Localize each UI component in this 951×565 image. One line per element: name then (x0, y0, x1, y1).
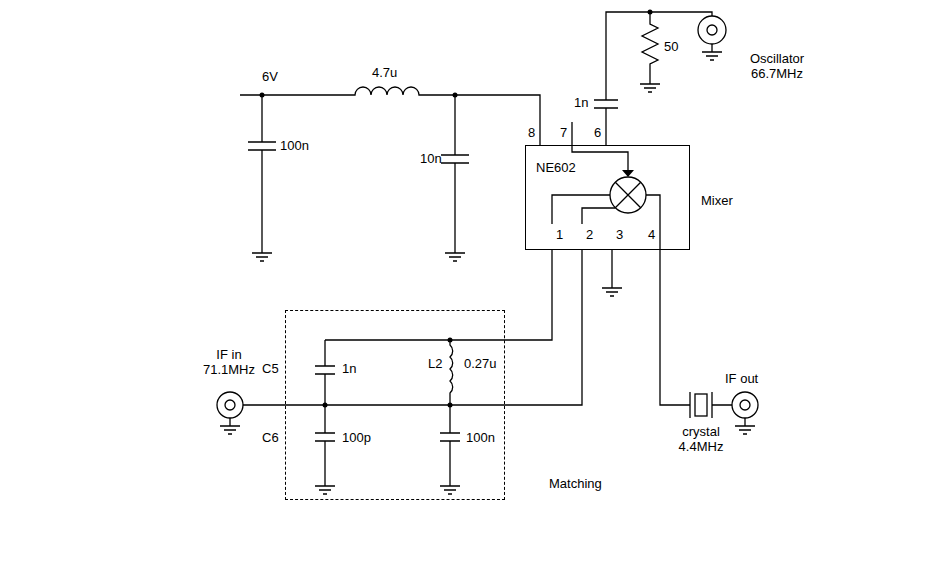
resistor-symbol (640, 12, 660, 92)
crystal-symbol (690, 392, 712, 418)
component-value: 1n (342, 362, 356, 377)
inductor-symbol (450, 340, 453, 405)
coax-connector (732, 392, 758, 434)
supply-wire (240, 87, 540, 145)
output-wire (660, 250, 732, 405)
component-value: 100p (342, 431, 371, 446)
capacitor-symbol (315, 405, 335, 494)
component-value: 100n (466, 431, 495, 446)
port-name: IF in 71.1MHz (198, 348, 260, 378)
pin-number: 3 (616, 228, 623, 243)
signal-wire (505, 250, 582, 405)
ic-box: NE602Mixer (525, 145, 690, 250)
pin-number: 2 (586, 228, 593, 243)
part-name: L2 (428, 357, 442, 372)
component-value: 0.27u (464, 357, 497, 372)
component-value: 50 (664, 40, 678, 55)
matching-wire (243, 340, 505, 405)
capacitor-symbol (440, 405, 460, 494)
part-name: C6 (262, 431, 279, 446)
coax-connector (217, 392, 243, 434)
capacitor-symbol (441, 95, 469, 261)
component-value: 100n (280, 139, 309, 154)
pin-number: 8 (528, 126, 535, 141)
component-value: 10n (420, 152, 442, 167)
mixer-symbol (552, 122, 660, 250)
capacitor-symbol (315, 340, 335, 405)
section-name: Matching (549, 477, 602, 492)
component-value: 4.7u (372, 66, 397, 81)
pin-number: 7 (560, 126, 567, 141)
supply-voltage: 6V (262, 70, 278, 85)
pin-number: 6 (594, 126, 601, 141)
coax-connector (698, 16, 726, 60)
chip-name: NE602 (536, 161, 576, 176)
part-name: crystal 4.4MHz (670, 425, 732, 455)
signal-wire (505, 250, 552, 340)
block-name: Mixer (701, 194, 733, 209)
component-value: 1n (574, 96, 588, 111)
oscillator-input-wire (594, 12, 712, 145)
port-name: Oscillator 66.7MHz (735, 52, 819, 82)
capacitor-symbol (248, 95, 276, 261)
ground-symbol (602, 250, 622, 296)
matching-box: Matching (285, 310, 505, 500)
pin-number: 1 (556, 228, 563, 243)
pin-number: 4 (648, 228, 655, 243)
port-name: IF out (725, 372, 758, 387)
part-name: C5 (262, 362, 279, 377)
